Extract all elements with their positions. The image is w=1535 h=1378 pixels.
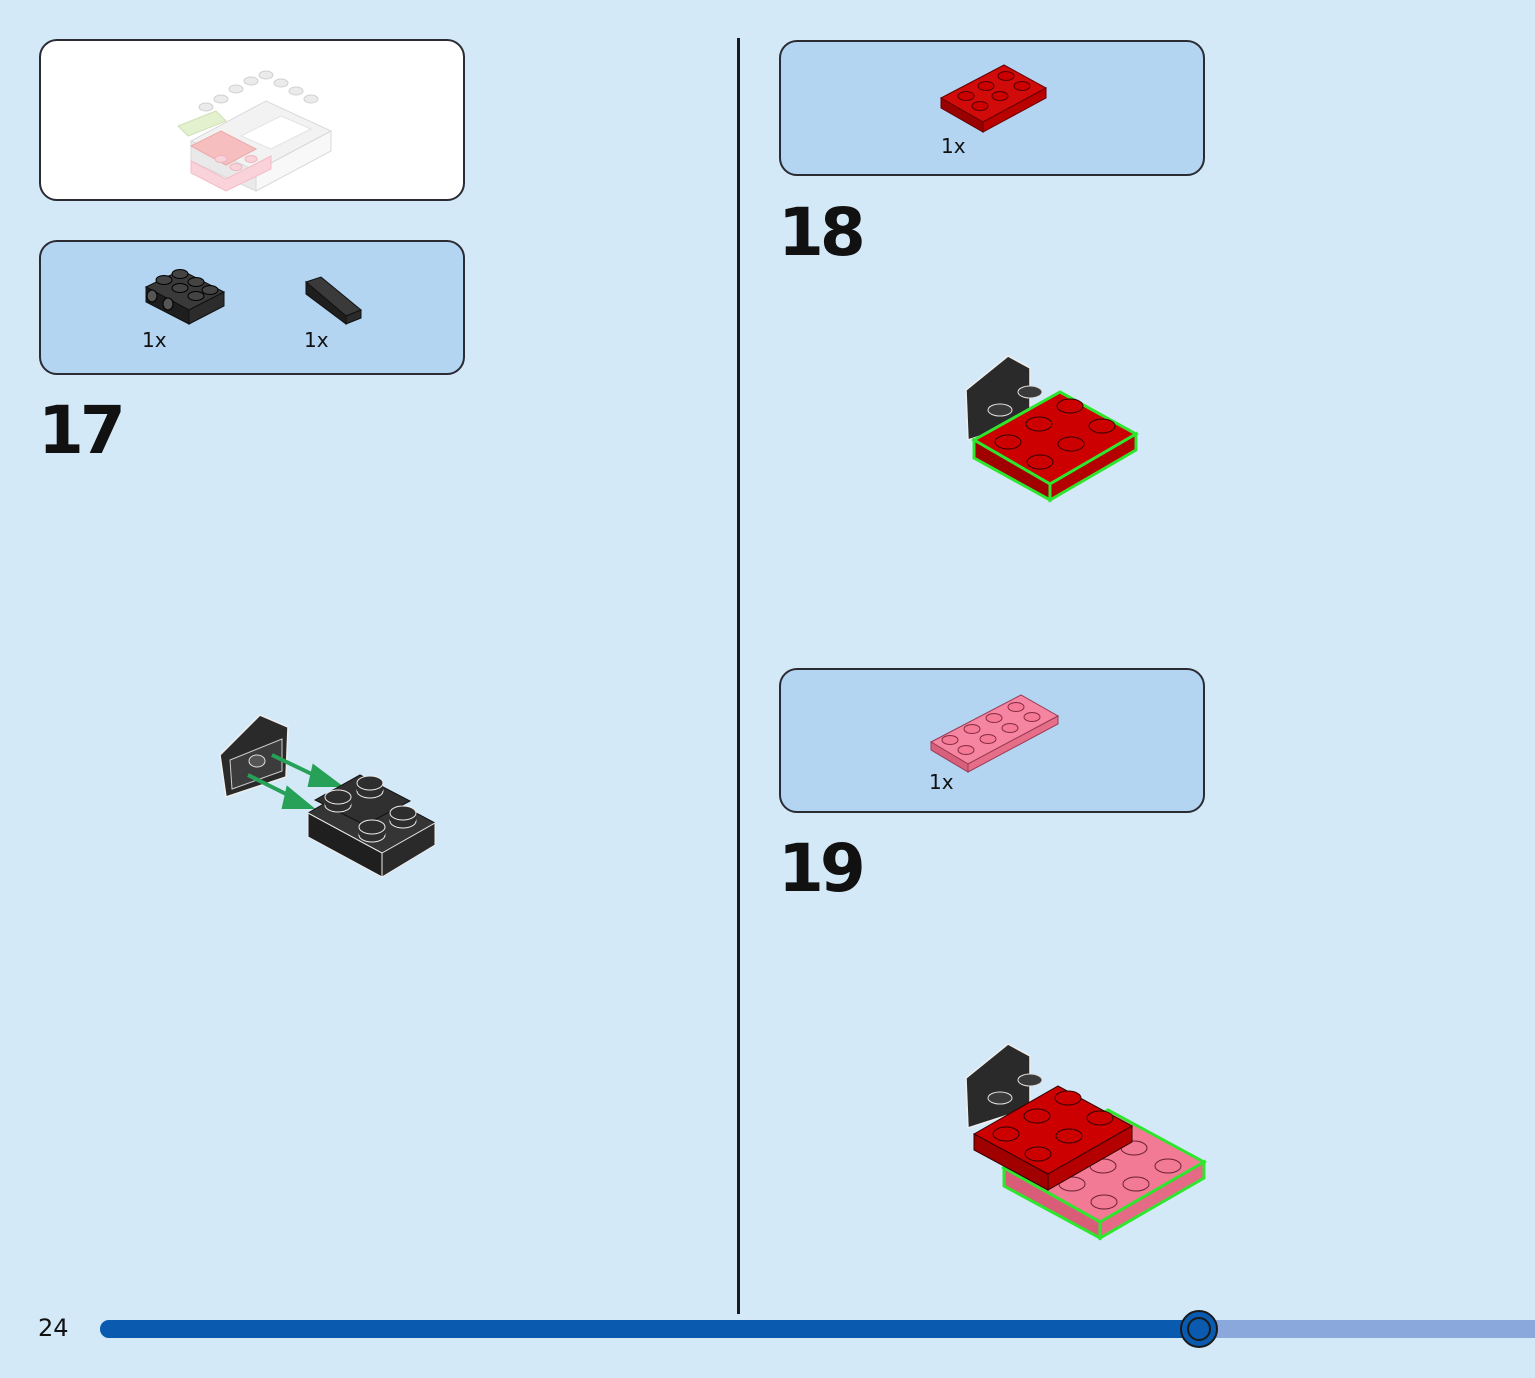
pink-plate-part: [929, 694, 1060, 773]
step-19-number: 19: [778, 830, 866, 907]
step-18-illustration: [965, 355, 1140, 503]
red-plate-part: [939, 64, 1048, 133]
page-number: 24: [38, 1314, 69, 1342]
step-19-parts-box: 1x: [779, 668, 1205, 813]
step-18-number: 18: [778, 194, 866, 271]
page-divider: [737, 38, 740, 1314]
step-19-part-1-qty: 1x: [929, 770, 954, 794]
step-18-part-1-qty: 1x: [941, 134, 966, 158]
previous-build-box: [39, 39, 465, 201]
black-slope-part: [305, 276, 362, 325]
progress-knob-icon: [1180, 1310, 1218, 1348]
black-bracket-plate-part: [144, 269, 226, 325]
step-17-part-2-qty: 1x: [304, 328, 329, 352]
step-19-illustration: [965, 1043, 1208, 1241]
previous-build-illustration: [177, 70, 333, 192]
step-17-illustration: [219, 714, 437, 878]
step-17-number: 17: [38, 392, 126, 469]
step-17-parts-box: 1x 1x: [39, 240, 465, 375]
progress-fill: [100, 1320, 1199, 1338]
step-17-part-1-qty: 1x: [142, 328, 167, 352]
step-18-parts-box: 1x: [779, 40, 1205, 176]
